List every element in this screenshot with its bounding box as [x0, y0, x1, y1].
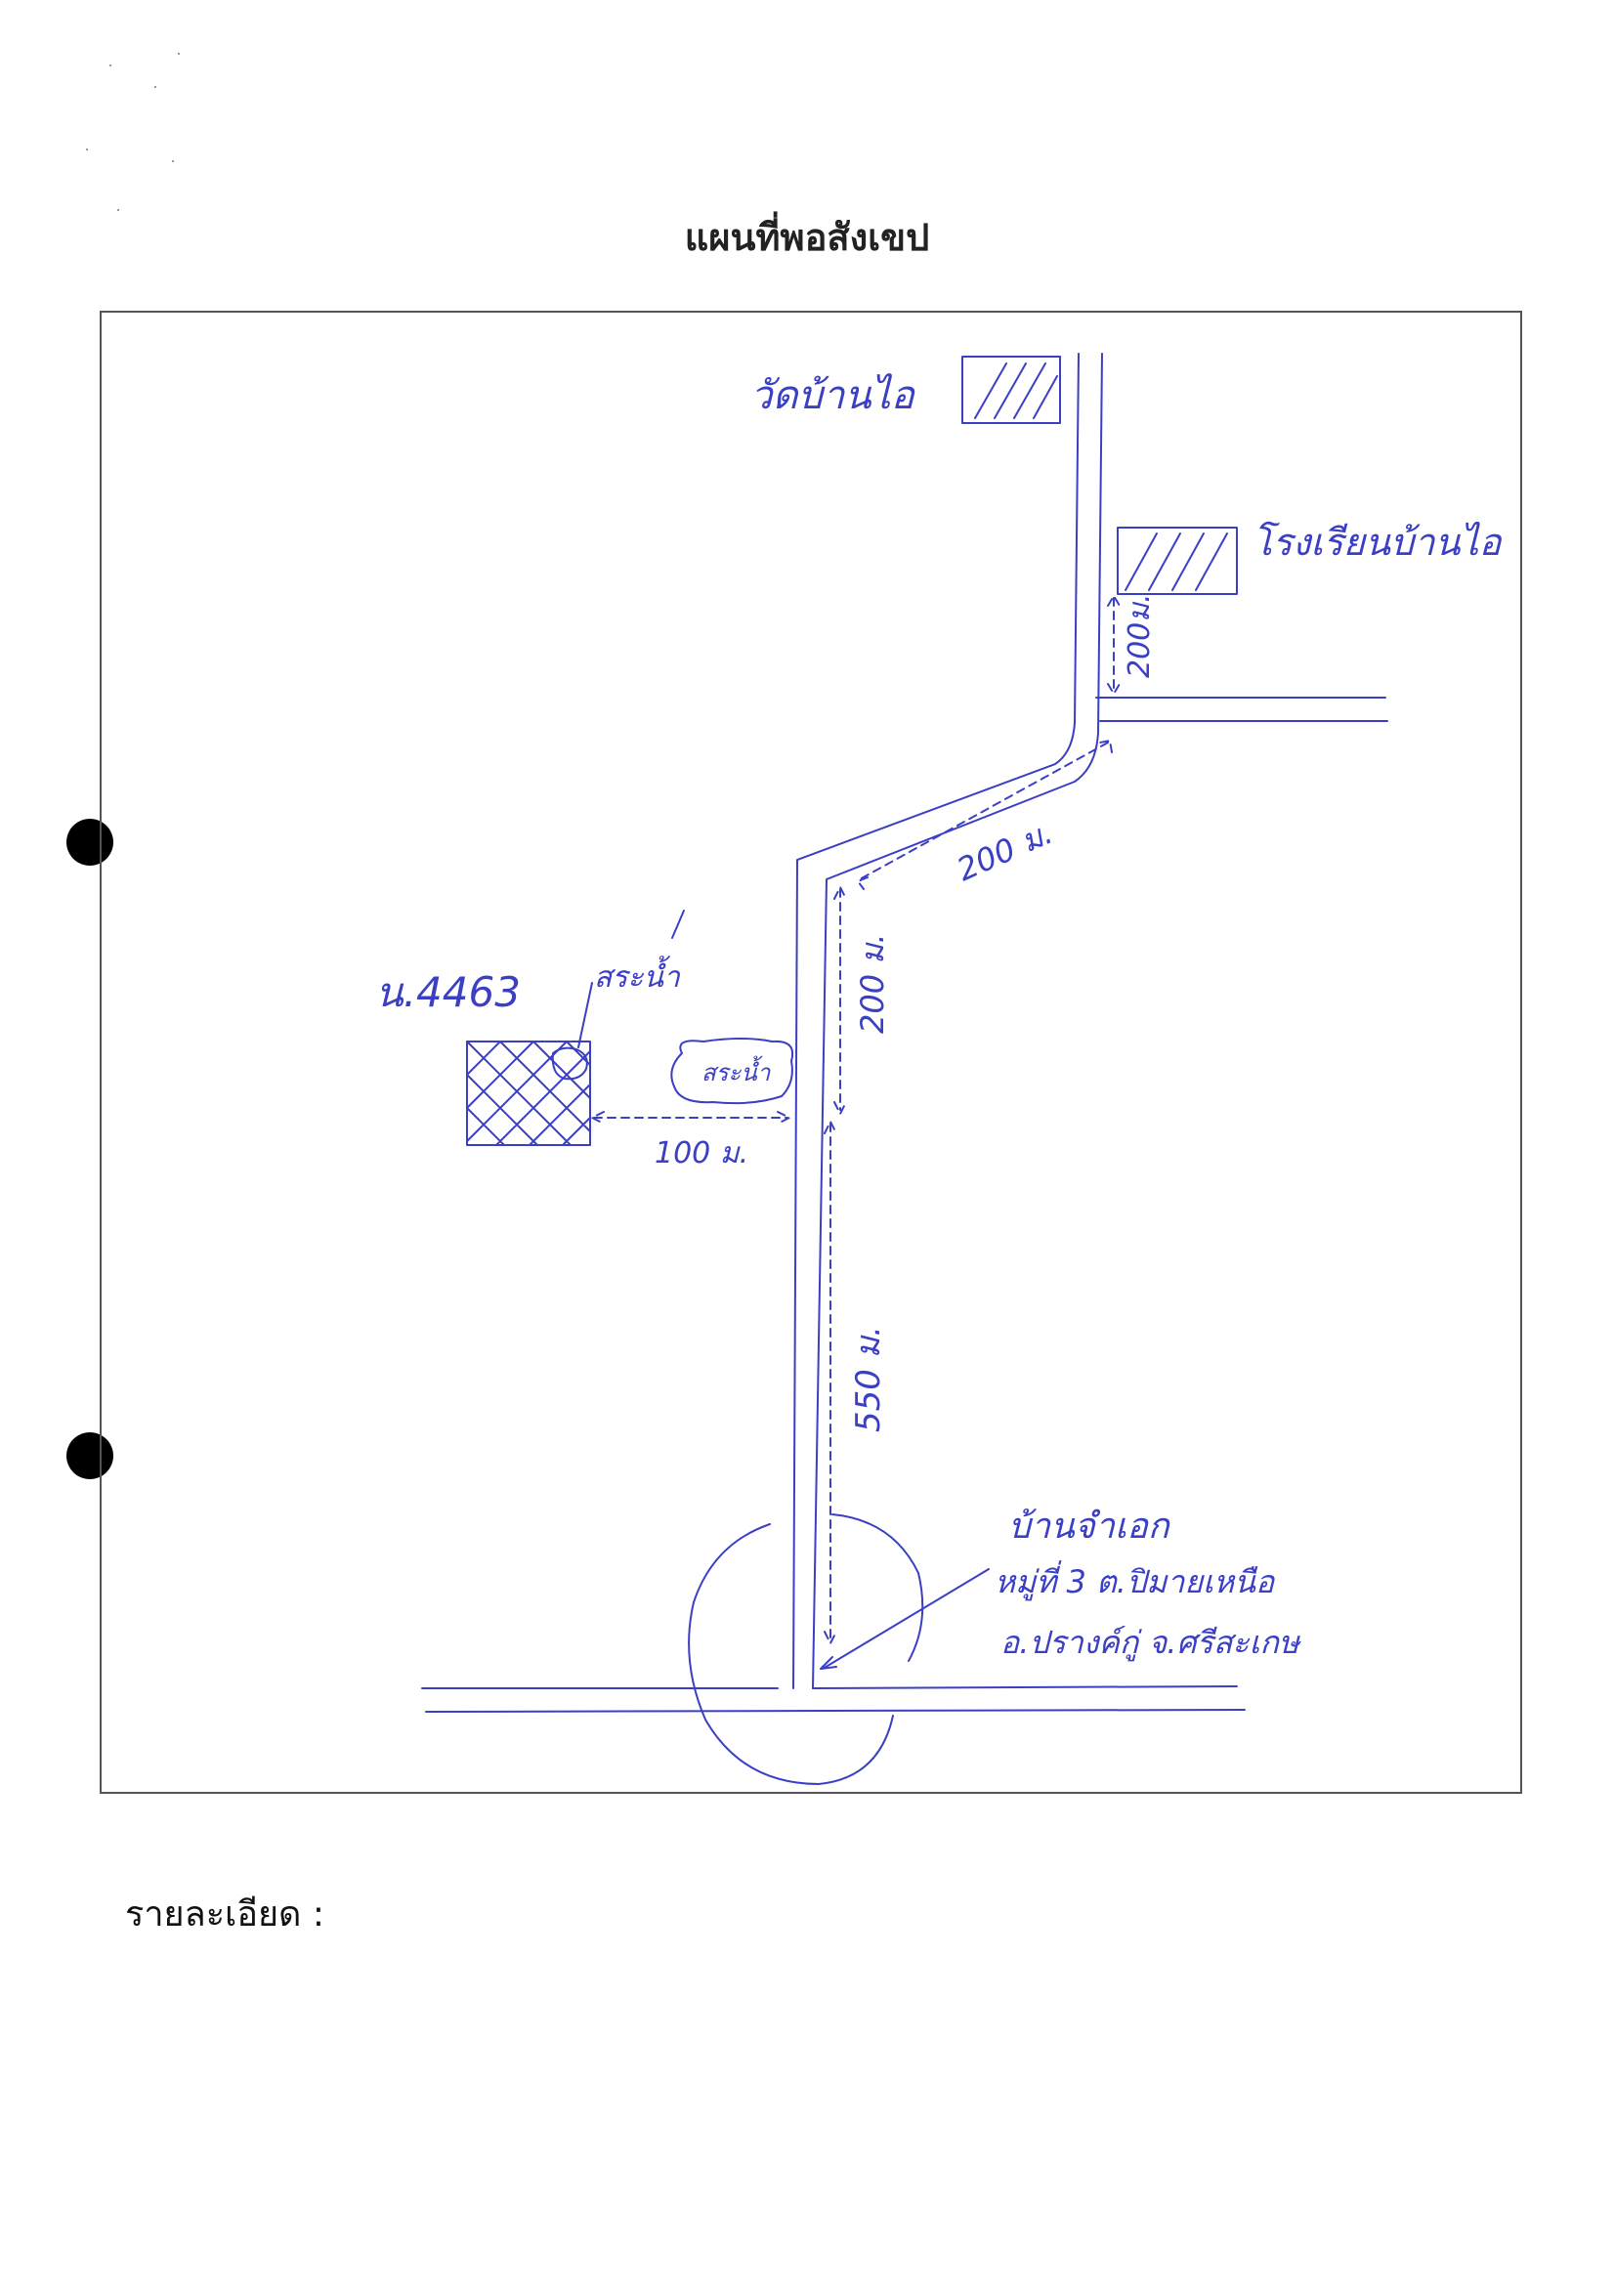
scan-speck	[117, 209, 119, 211]
distance-upper-label: 200 ม.	[854, 933, 891, 1034]
distance-school-label: 200ม.	[1123, 593, 1157, 678]
village-moo-label: หมู่ที่ 3 ต.ปิมายเหนือ	[995, 1560, 1276, 1601]
distance-diagonal-label: 200 ม.	[952, 814, 1058, 888]
main-road-right-edge	[812, 353, 1103, 1689]
pond-shape	[670, 1038, 793, 1105]
temple-hatch	[974, 362, 1058, 419]
village-circle-right	[831, 1513, 924, 1662]
school-box	[1117, 527, 1238, 595]
temple-label: วัดบ้านไอ	[750, 373, 916, 418]
dimension-parcel	[591, 1111, 790, 1125]
distance-parcel-label: 100 ม.	[655, 1136, 748, 1170]
parcel-label: น.4463	[375, 968, 521, 1016]
school-hatch	[1125, 532, 1228, 591]
small-pond	[551, 1046, 588, 1081]
pond-label-tail	[671, 910, 685, 939]
main-road-left-edge	[792, 353, 1080, 1689]
dimension-upper	[833, 886, 847, 1115]
dimension-school	[1107, 595, 1121, 695]
scan-speck	[86, 149, 88, 150]
pond-pointer	[577, 982, 593, 1048]
details-label: รายละเอียด :	[125, 1894, 325, 1935]
page-title: แผนที่พอสังเขป	[684, 215, 930, 259]
village-circle-left	[688, 1523, 894, 1785]
scan-speck	[109, 64, 111, 66]
scan-speck	[154, 86, 156, 88]
scan-speck	[172, 160, 174, 162]
bottom-road-edge-right	[812, 1685, 1238, 1689]
dimension-diagonal	[857, 740, 1113, 890]
distance-lower-label: 550 ม.	[849, 1326, 888, 1432]
village-pointer	[820, 1568, 990, 1670]
dimension-lower	[824, 1121, 837, 1644]
small-pond-label: สระน้ำ	[594, 956, 681, 995]
village-district-label: อ.ปรางค์กู่ จ.ศรีสะเกษ	[1000, 1624, 1301, 1662]
school-label: โรงเรียนบ้านไอ	[1253, 521, 1504, 564]
temple-box	[961, 356, 1061, 424]
bottom-road-lower-edge	[425, 1709, 1246, 1713]
pond-label: สระน้ำ	[701, 1055, 772, 1086]
punch-hole	[66, 819, 113, 866]
map-frame	[100, 311, 1522, 1794]
parcel-crosshatch	[466, 1041, 591, 1146]
punch-hole	[66, 1432, 113, 1479]
village-name-label: บ้านจำเอก	[1008, 1507, 1171, 1547]
scan-speck	[178, 53, 180, 55]
